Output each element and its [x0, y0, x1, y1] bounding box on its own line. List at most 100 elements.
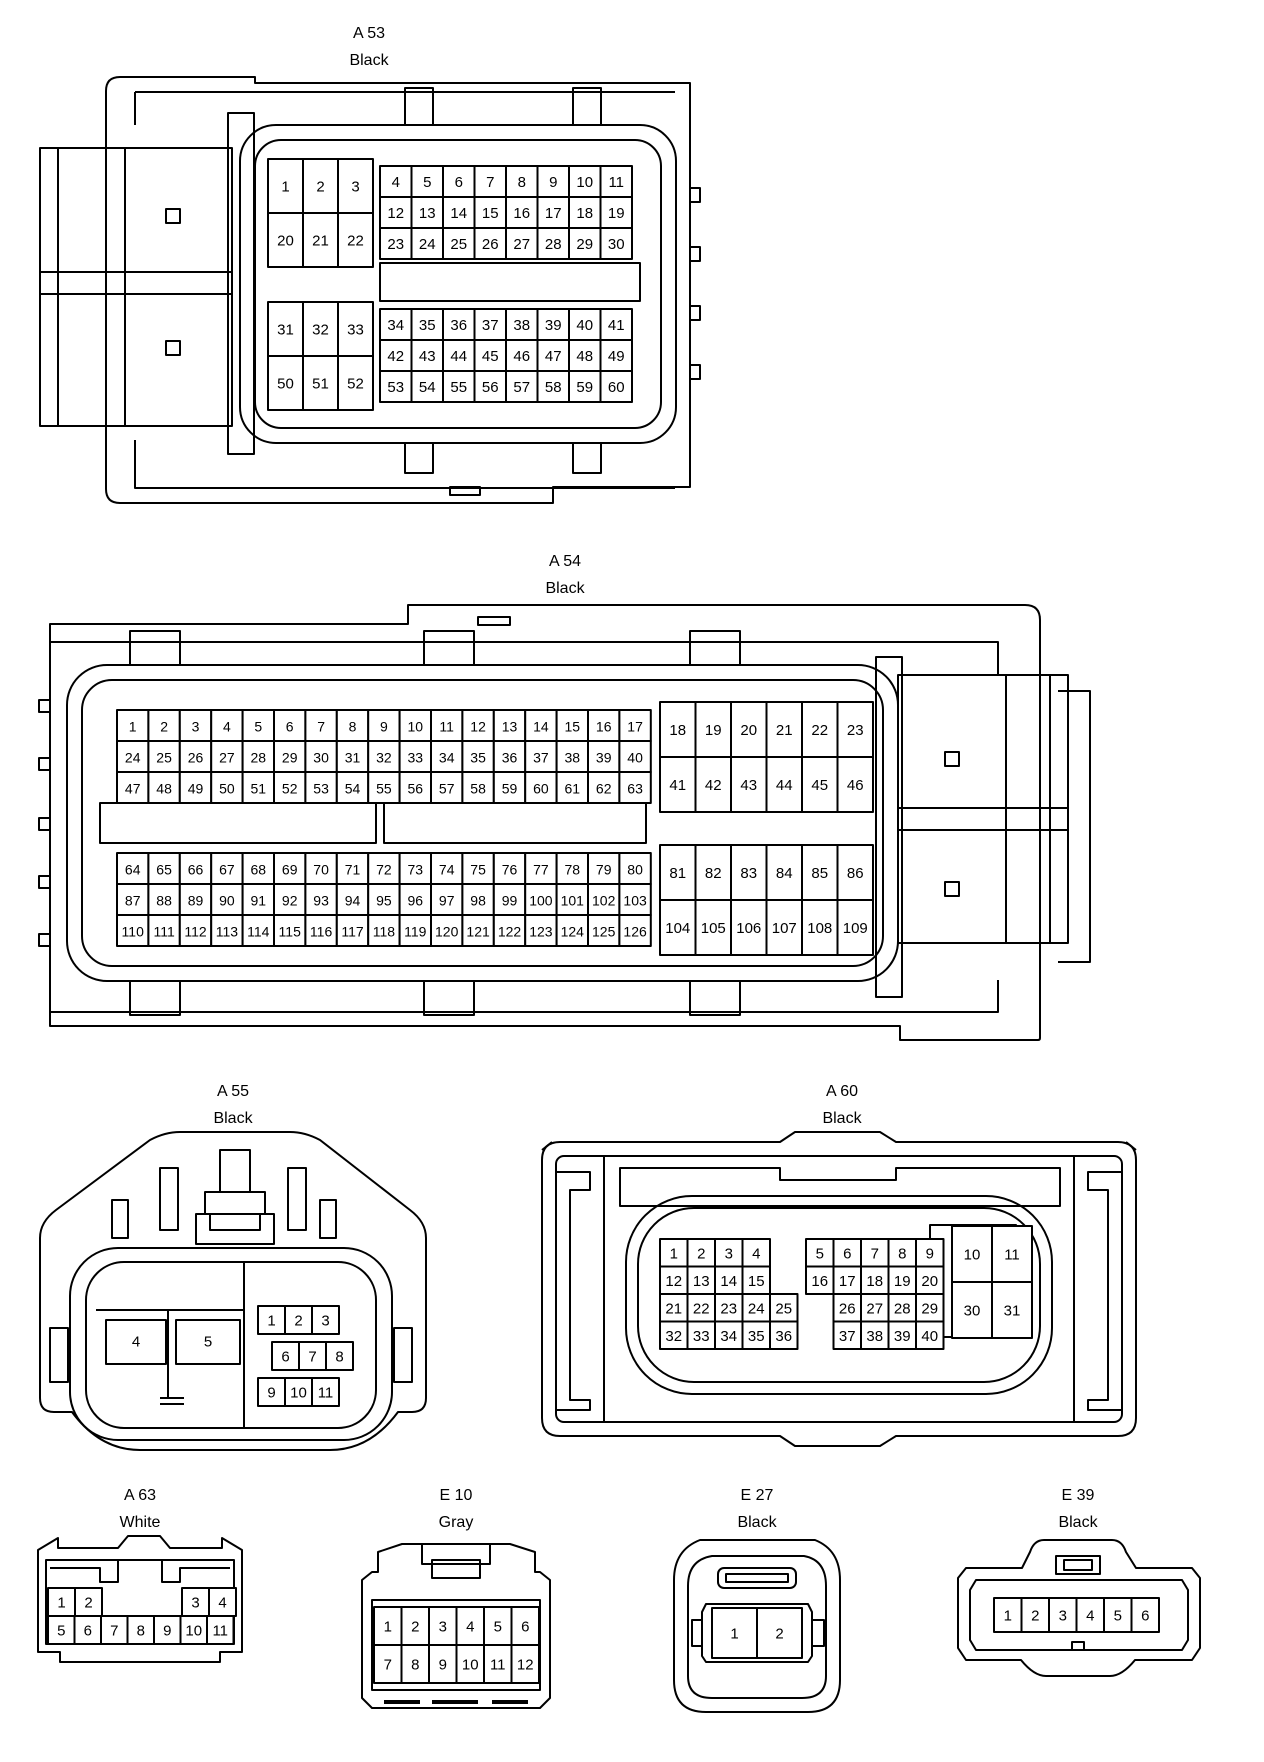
a55-pin-7: 7 — [308, 1349, 316, 1366]
e10-cavity-4 — [455, 1606, 485, 1646]
a54-pin-82: 82 — [705, 865, 722, 882]
a63-pin-10: 10 — [185, 1623, 202, 1640]
a54-cavity-44 — [765, 756, 803, 813]
e27-pin-2: 2 — [775, 1626, 783, 1643]
e10-pin-2: 2 — [411, 1619, 419, 1636]
e10-pin-6: 6 — [521, 1619, 529, 1636]
a60-pin-22: 22 — [693, 1300, 710, 1317]
e39-pin-3: 3 — [1059, 1608, 1067, 1625]
a54-pin-57: 57 — [439, 781, 455, 797]
a54-pin-8: 8 — [349, 719, 357, 735]
a54-pin-77: 77 — [533, 862, 549, 878]
a54-pin-16: 16 — [596, 719, 612, 735]
a54-pin-86: 86 — [847, 865, 864, 882]
a55-pin-8: 8 — [335, 1349, 343, 1366]
a54-pin-41: 41 — [669, 777, 686, 794]
a54-pin-119: 119 — [404, 924, 427, 940]
a54-pin-76: 76 — [502, 862, 518, 878]
a60-cavity-30 — [951, 1281, 993, 1339]
a54-pin-96: 96 — [408, 893, 424, 909]
a54-cavity-100 — [524, 883, 558, 916]
e39-cavity-2 — [1020, 1597, 1050, 1633]
a60-pin-38: 38 — [866, 1328, 883, 1345]
a54-pin-102: 102 — [592, 893, 616, 909]
a53-pin-46: 46 — [513, 348, 530, 365]
e39-cavity-6 — [1130, 1597, 1160, 1633]
connector-e27-color: Black — [737, 1514, 777, 1531]
a53-pin-37: 37 — [482, 317, 499, 334]
a54-cavity-17 — [618, 709, 652, 742]
connector-e39-color: Black — [1058, 1514, 1098, 1531]
a54-pin-112: 112 — [184, 924, 207, 940]
a60-pin-32: 32 — [665, 1328, 682, 1345]
a53-pin-47: 47 — [545, 348, 562, 365]
a53-pin-53: 53 — [387, 379, 404, 396]
a53-pin-58: 58 — [545, 379, 562, 396]
a54-pin-37: 37 — [533, 750, 549, 766]
a54-pin-31: 31 — [345, 750, 361, 766]
a60-pin-14: 14 — [720, 1273, 737, 1290]
a60-pin-11: 11 — [1004, 1247, 1020, 1264]
a53-cavity-30 — [599, 227, 633, 260]
a55-cavity-4 — [105, 1319, 167, 1365]
a60-pin-37: 37 — [839, 1328, 856, 1345]
a54-pin-89: 89 — [188, 893, 204, 909]
e10-pin-5: 5 — [494, 1619, 502, 1636]
a54-pin-50: 50 — [219, 781, 235, 797]
a54-cavity-86 — [836, 844, 874, 901]
a53-pin-33: 33 — [347, 322, 364, 339]
a54-pin-13: 13 — [502, 719, 518, 735]
a54-pin-12: 12 — [470, 719, 486, 735]
a53-cavity-48 — [568, 339, 602, 372]
a60-pin-7: 7 — [871, 1245, 879, 1262]
a53-cavity-22 — [337, 212, 374, 268]
a54-cavity-118 — [367, 914, 401, 947]
a54-pin-11: 11 — [439, 719, 454, 735]
a53-pin-10: 10 — [576, 174, 593, 191]
a54-cavity-59 — [492, 771, 527, 804]
a55-cavity-11 — [311, 1377, 340, 1407]
a54-cavity-58 — [461, 771, 495, 804]
a54-pin-51: 51 — [251, 781, 267, 797]
a54-pin-111: 111 — [153, 924, 174, 940]
a54-pin-29: 29 — [282, 750, 298, 766]
a54-pin-104: 104 — [665, 920, 690, 937]
a55-pin-6: 6 — [281, 1349, 289, 1366]
a54-cavity-26 — [178, 740, 213, 773]
a54-pin-69: 69 — [282, 862, 298, 878]
a53-pin-52: 52 — [347, 376, 364, 393]
a55-pin-3: 3 — [321, 1313, 329, 1330]
a53-pin-56: 56 — [482, 379, 499, 396]
a54-cavity-23 — [836, 701, 874, 758]
a60-pin-20: 20 — [921, 1273, 938, 1290]
a55-pin-5: 5 — [204, 1334, 212, 1351]
a63-pin-11: 11 — [212, 1623, 228, 1640]
a54-pin-107: 107 — [772, 920, 797, 937]
a54-cavity-53 — [304, 771, 338, 804]
a54-pin-97: 97 — [439, 893, 455, 909]
a54-cavity-49 — [178, 771, 213, 804]
a54-pin-17: 17 — [627, 719, 643, 735]
a54-cavity-109 — [836, 899, 874, 956]
a63-cavity-11 — [206, 1615, 235, 1645]
a53-cavity-34 — [379, 308, 413, 341]
a54-pin-39: 39 — [596, 750, 612, 766]
a60-cavity-29 — [915, 1293, 945, 1323]
a54-pin-55: 55 — [376, 781, 392, 797]
e39-pin-2: 2 — [1031, 1608, 1039, 1625]
a54-pin-49: 49 — [188, 781, 204, 797]
a54-pin-19: 19 — [705, 722, 722, 739]
a54-pin-81: 81 — [669, 865, 686, 882]
a60-pin-30: 30 — [964, 1303, 981, 1320]
a54-pin-99: 99 — [502, 893, 518, 909]
a55-cavity-1 — [257, 1305, 286, 1335]
a54-pin-95: 95 — [376, 893, 392, 909]
e27-cavity-2 — [756, 1607, 803, 1659]
a55-pin-11: 11 — [318, 1385, 334, 1402]
a54-pin-67: 67 — [219, 862, 235, 878]
a60-pin-29: 29 — [921, 1300, 938, 1317]
